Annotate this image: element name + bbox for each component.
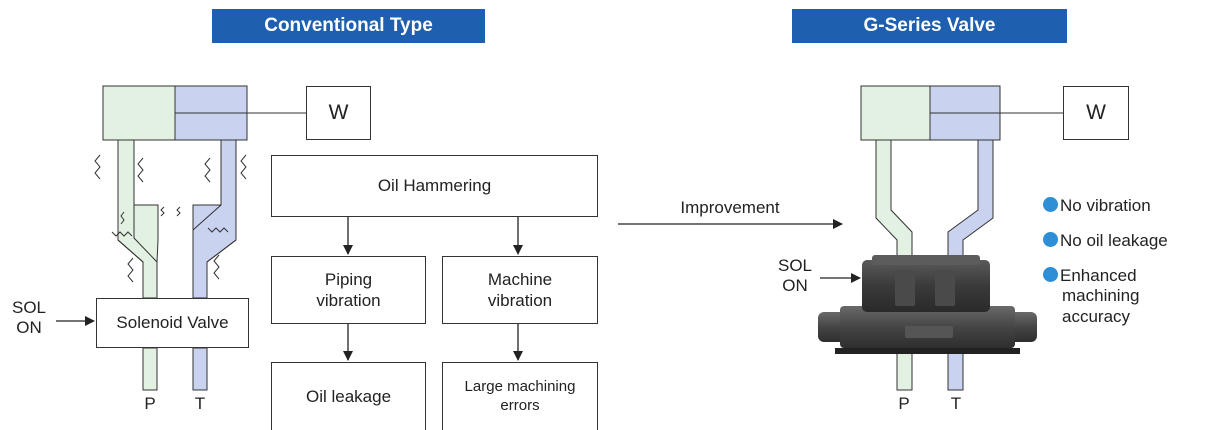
right-sol-text: SOL (777, 256, 813, 275)
left-on-text: ON (16, 318, 42, 338)
conventional-type-banner: Conventional Type (212, 9, 485, 43)
right-on-text: ON (782, 276, 808, 296)
solenoid-valve-label: Solenoid Valve (116, 313, 229, 333)
right-actuator-cylinder (860, 85, 1063, 141)
benefit-item: Enhanced machining accuracy (1043, 266, 1203, 327)
bullet-icon (1043, 232, 1058, 247)
left-actuator-cylinder (102, 85, 306, 141)
right-port-p: P (898, 394, 910, 413)
solenoid-valve-box: Solenoid Valve (96, 298, 249, 348)
piping-vibration-line2: vibration (316, 291, 381, 310)
benefit-no-oil-leakage: No oil leakage (1060, 231, 1168, 250)
oil-leakage-label: Oil leakage (305, 386, 392, 406)
left-pressure-pipe (117, 139, 159, 299)
g-series-banner: G-Series Valve (792, 9, 1067, 43)
left-actuator-label: W (328, 100, 349, 124)
right-actuator-label: W (1086, 100, 1106, 124)
piping-vibration-box: Piping vibration (271, 256, 426, 324)
machine-vibration-box: Machine vibration (442, 256, 598, 324)
right-actuator-w-box: W (1063, 86, 1129, 140)
oil-hammering-box: Oil Hammering (271, 155, 598, 217)
oil-leakage-box: Oil leakage (271, 362, 426, 430)
bullet-icon (1043, 267, 1058, 282)
flow-arrows (343, 217, 523, 361)
benefit-enhanced-line1: Enhanced (1060, 266, 1137, 285)
left-port-p: P (144, 394, 156, 413)
right-sol-on-label: SOL ON (772, 256, 818, 297)
vibration-marks (94, 154, 247, 283)
right-port-t: T (950, 394, 962, 413)
benefit-item: No vibration (1043, 196, 1203, 216)
machine-vibration-line1: Machine (487, 269, 553, 289)
bullet-icon (1043, 197, 1058, 212)
conventional-type-title: Conventional Type (264, 15, 433, 36)
improvement-label: Improvement (680, 198, 780, 217)
left-sol-on-label: SOL ON (6, 298, 52, 339)
benefit-enhanced-line2: machining (1062, 286, 1140, 306)
left-sol-text: SOL (11, 298, 47, 317)
machining-errors-line1: Large machining (464, 377, 576, 395)
machining-errors-box: Large machining errors (442, 362, 598, 430)
left-ports (142, 347, 208, 391)
machining-errors-line2: errors (500, 396, 540, 414)
benefit-enhanced-line3: accuracy (1062, 306, 1131, 326)
left-actuator-w-box: W (306, 86, 371, 140)
piping-vibration-line1: Piping (324, 269, 373, 289)
machine-vibration-line2: vibration (487, 291, 553, 310)
oil-hammering-label: Oil Hammering (377, 176, 492, 196)
g-series-title: G-Series Valve (863, 15, 996, 36)
left-port-t: T (194, 394, 206, 413)
g-series-valve-image (818, 255, 1037, 354)
benefit-item: No oil leakage (1043, 231, 1203, 251)
benefit-no-vibration: No vibration (1060, 196, 1151, 215)
